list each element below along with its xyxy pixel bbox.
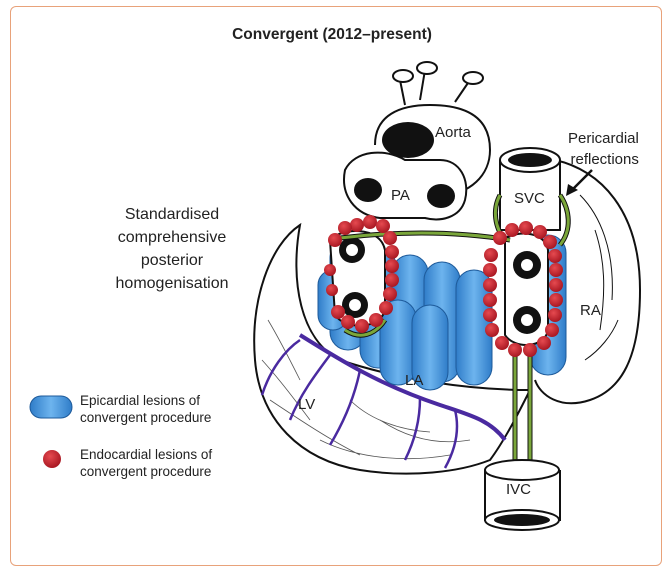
label-pa: PA [391, 187, 410, 204]
aorta-lumen [382, 122, 434, 158]
label-pericardial-reflections: Pericardial reflections [568, 128, 639, 170]
blue-lesion-swatch [30, 396, 72, 418]
legend-endocardial-line-1: Endocardial lesions of [80, 446, 212, 463]
side-annotation-line-1: Standardised [82, 203, 262, 226]
pericardial-line-2: reflections [568, 149, 639, 170]
side-annotation-line-3: posterior [82, 249, 262, 272]
label-ra: RA [580, 302, 601, 319]
legend-endocardial: Endocardial lesions of convergent proced… [80, 446, 212, 480]
side-annotation-line-2: comprehensive [82, 226, 262, 249]
legend-epicardial-line-1: Epicardial lesions of [80, 392, 211, 409]
side-annotation-line-4: homogenisation [82, 272, 262, 295]
label-aorta: Aorta [435, 124, 471, 141]
legend-epicardial: Epicardial lesions of convergent procedu… [80, 392, 211, 426]
side-annotation: Standardised comprehensive posterior hom… [82, 203, 262, 295]
label-svc: SVC [514, 190, 545, 207]
legend-endocardial-line-2: convergent procedure [80, 463, 212, 480]
label-la: LA [405, 372, 423, 389]
legend-epicardial-line-2: convergent procedure [80, 409, 211, 426]
pericardial-line-1: Pericardial [568, 128, 639, 149]
red-dot-swatch [43, 450, 61, 468]
label-lv: LV [298, 396, 315, 413]
label-ivc: IVC [506, 481, 531, 498]
